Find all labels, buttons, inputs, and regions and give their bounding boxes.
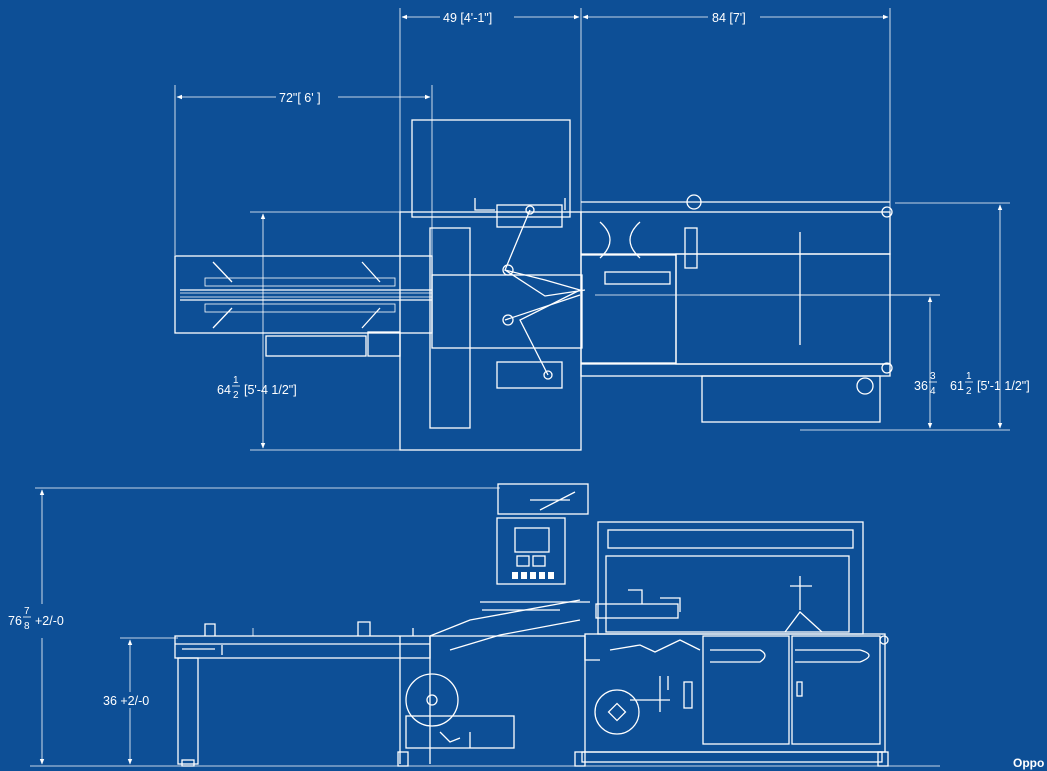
- svg-text:[5'-4 1/2"]: [5'-4 1/2"]: [244, 383, 297, 397]
- svg-text:36: 36: [914, 379, 928, 393]
- svg-text:+2/-0: +2/-0: [35, 614, 64, 628]
- svg-text:3: 3: [930, 371, 936, 382]
- side-view: 76 7 8 +2/-0 36 +2/-0: [6, 483, 940, 767]
- dim-72-label: 72"[ 6' ]: [279, 91, 321, 105]
- dim-84-label: 84 [7']: [712, 11, 746, 25]
- dim-64-label: 64 1 2 [5'-4 1/2"]: [217, 375, 297, 401]
- dim-49-label: 49 [4'-1"]: [443, 11, 492, 25]
- svg-text:76: 76: [8, 614, 22, 628]
- svg-text:2: 2: [233, 390, 239, 401]
- svg-text:7: 7: [24, 606, 30, 617]
- dim-36-label: 36 +2/-0: [103, 694, 149, 708]
- svg-text:[5'-1 1/2"]: [5'-1 1/2"]: [977, 379, 1030, 393]
- dim-61-label: 61 1 2 [5'-1 1/2"]: [950, 371, 1030, 397]
- svg-text:2: 2: [966, 386, 972, 397]
- svg-text:1: 1: [966, 371, 972, 382]
- svg-text:61: 61: [950, 379, 964, 393]
- dim-76-label: 76 7 8 +2/-0: [6, 604, 78, 638]
- svg-text:64: 64: [217, 383, 231, 397]
- svg-text:1: 1: [233, 375, 239, 386]
- corner-label: Oppo: [1013, 756, 1044, 770]
- top-view: 49 [4'-1"] 84 [7'] 72"[ 6' ] 64 1 2 [5'-…: [174, 8, 1030, 451]
- dim-36-3-4-label: 36 3 4: [914, 371, 937, 397]
- svg-text:8: 8: [24, 621, 30, 632]
- svg-text:4: 4: [930, 386, 936, 397]
